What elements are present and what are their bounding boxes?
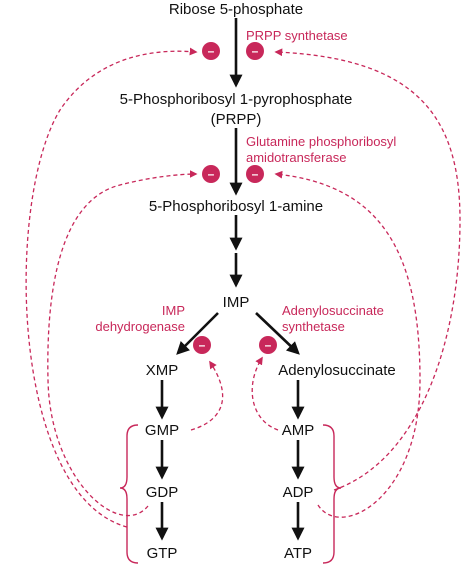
svg-text:–: – [252, 44, 259, 58]
node-ribose-5-phosphate: Ribose 5-phosphate [169, 1, 303, 18]
enzyme-prpp-synthetase: PRPP synthetase [246, 28, 348, 43]
feedback-gmp-to-imp-dehydrogenase [190, 360, 224, 431]
arrow-imp-to-adenylosuccinate [255, 312, 300, 355]
svg-text:–: – [199, 338, 206, 352]
svg-text:–: – [208, 44, 215, 58]
bracket-amp-adp-atp [322, 424, 342, 564]
enzyme-adsucc-line2: synthetase [282, 319, 345, 334]
node-gmp: GMP [145, 422, 179, 439]
feedback-amp-to-prpp-synthetase [274, 48, 461, 491]
inhibition-badge-icon: – [259, 336, 277, 354]
feedback-gmp-to-prpp-synthetase [25, 47, 198, 528]
node-prpp-line1: 5-Phosphoribosyl 1-pyrophosphate [120, 91, 353, 108]
inhibition-badge-icon: – [246, 165, 264, 183]
enzyme-glutamine-line1: Glutamine phosphoribosyl [246, 134, 396, 149]
inhibition-badge-icon: – [246, 42, 264, 60]
inhibition-badge-icon: – [193, 336, 211, 354]
node-prpp-line2: (PRPP) [211, 111, 262, 128]
node-adenylosuccinate: Adenylosuccinate [278, 362, 396, 379]
svg-text:–: – [252, 167, 259, 181]
feedback-amp-to-adenylosuccinate-synthetase [251, 356, 279, 431]
arrow-imp-to-xmp [176, 312, 219, 355]
feedback-gmp-to-amidotransferase [47, 170, 198, 517]
svg-text:–: – [208, 167, 215, 181]
bracket-gmp-gdp-gtp [119, 424, 139, 564]
enzyme-glutamine-line2: amidotransferase [246, 150, 346, 165]
enzyme-adsucc-line1: Adenylosuccinate [282, 303, 384, 318]
node-amp: AMP [282, 422, 315, 439]
inhibition-badge-icon: – [202, 165, 220, 183]
node-phosphoribosyl-amine: 5-Phosphoribosyl 1-amine [149, 198, 323, 215]
node-gtp: GTP [147, 545, 178, 562]
feedback-amp-to-amidotransferase [274, 170, 421, 518]
node-atp: ATP [284, 545, 312, 562]
node-gdp: GDP [146, 484, 179, 501]
node-adp: ADP [283, 484, 314, 501]
node-xmp: XMP [146, 362, 179, 379]
enzyme-imp-dh-line1: IMP [162, 303, 185, 318]
node-imp: IMP [223, 294, 250, 311]
svg-text:–: – [265, 338, 272, 352]
inhibition-badge-icon: – [202, 42, 220, 60]
enzyme-imp-dh-line2: dehydrogenase [95, 319, 185, 334]
